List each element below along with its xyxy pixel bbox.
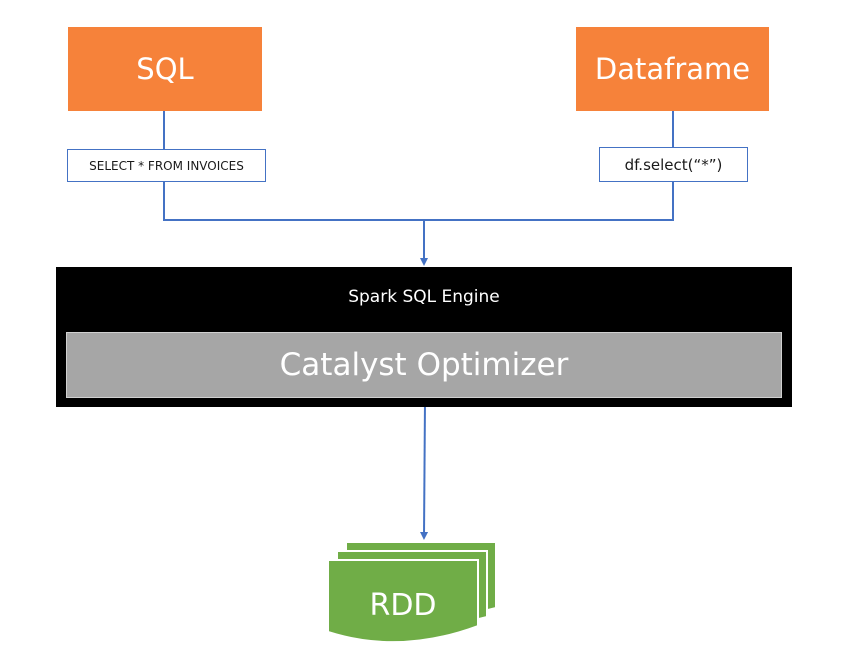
dataframe-label: Dataframe	[594, 52, 751, 86]
sql-query-text: SELECT * FROM INVOICES	[89, 158, 244, 173]
rdd-sheet-front	[327, 559, 479, 644]
spark-sql-engine: Spark SQL Engine Catalyst Optimizer	[56, 267, 792, 407]
df-call-text: df.select(“*”)	[624, 155, 723, 174]
dataframe-box: Dataframe	[576, 27, 769, 111]
engine-title: Spark SQL Engine	[348, 287, 500, 307]
catalyst-optimizer: Catalyst Optimizer	[66, 332, 782, 398]
sql-query-box: SELECT * FROM INVOICES	[67, 149, 266, 182]
df-call-box: df.select(“*”)	[599, 147, 748, 182]
sql-label: SQL	[136, 52, 194, 86]
rdd-label: RDD	[369, 588, 437, 623]
sql-box: SQL	[68, 27, 262, 111]
catalyst-label: Catalyst Optimizer	[279, 347, 569, 383]
rdd-output-arrow	[420, 399, 429, 540]
